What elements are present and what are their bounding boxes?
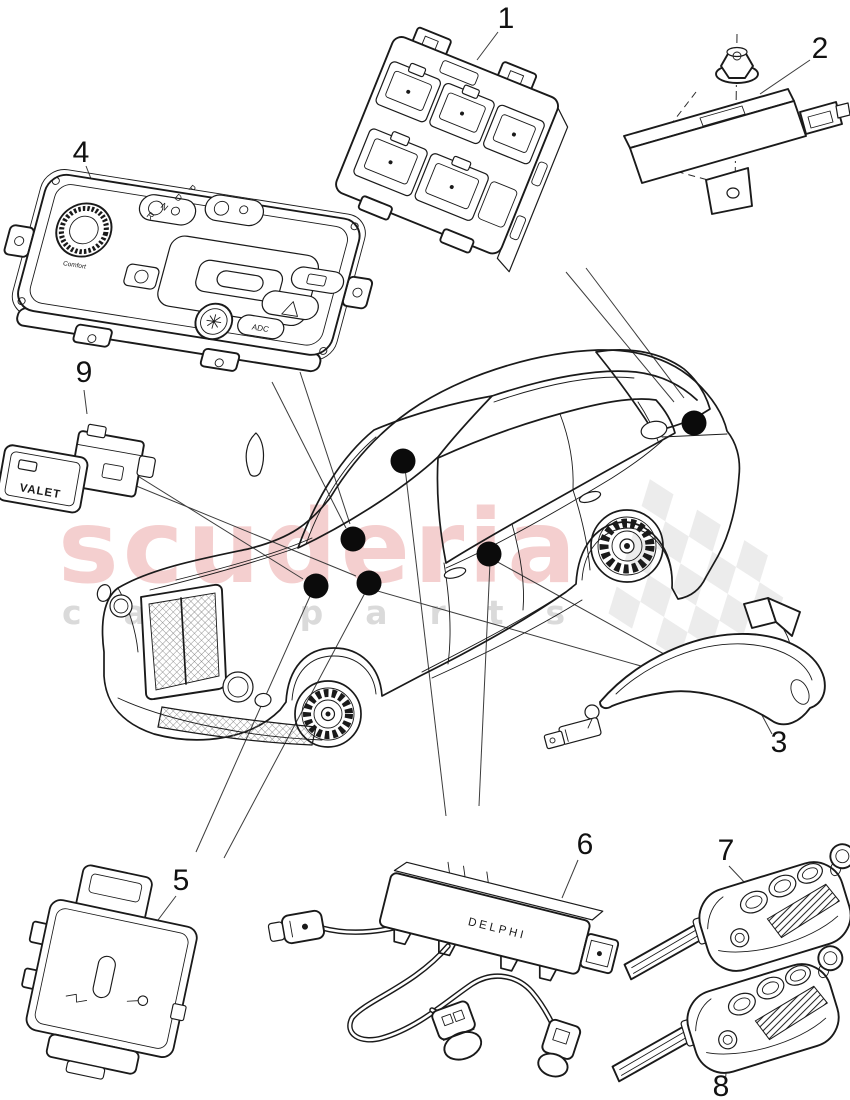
location-dot — [356, 570, 382, 596]
component-location-dots — [303, 410, 707, 599]
callout-4: 4 — [73, 136, 90, 169]
harness-connector — [431, 1000, 483, 1061]
callout-2: 2 — [812, 32, 829, 65]
callout-1: 1 — [498, 2, 515, 35]
callout-6: 6 — [577, 828, 594, 861]
part-4-roof-console-switch-panel: Comfort ADC — [3, 169, 374, 373]
callout-numbers: 1 2 3 4 5 6 7 8 9 — [73, 2, 829, 1100]
part-9-valet-switch: VALET — [0, 423, 156, 514]
part-2-antenna-module — [623, 33, 850, 215]
part-6-antenna-module-harness: DELPHI — [267, 861, 620, 1078]
flange-nut — [715, 46, 759, 84]
rotary-knob: Comfort — [55, 202, 113, 271]
gear-letter-p: P — [187, 183, 198, 195]
location-dot — [390, 448, 416, 474]
part-5-alarm-siren — [21, 864, 198, 1080]
interior-light-button — [290, 266, 345, 294]
adc-button-label: ADC — [251, 323, 270, 334]
rear-wheel — [581, 509, 673, 583]
car-illustration — [96, 349, 741, 748]
hazard-triangle-icon — [281, 301, 298, 317]
front-wheel — [291, 655, 377, 748]
callout-8: 8 — [713, 1070, 730, 1100]
side-mirror — [245, 432, 265, 477]
location-dot — [681, 410, 707, 436]
harness-connector — [537, 1018, 582, 1078]
gear-letter-r: R — [145, 210, 157, 222]
window-switch-button — [138, 194, 197, 226]
window-switch-button — [204, 194, 265, 227]
start-button — [194, 302, 234, 341]
callout-9: 9 — [76, 356, 93, 389]
location-dot — [340, 526, 366, 552]
sunroof-switch — [123, 263, 160, 290]
gear-letter-n: N — [159, 201, 170, 213]
gear-letter-d: D — [173, 192, 185, 204]
knob-label: Comfort — [62, 260, 87, 270]
callout-3: 3 — [771, 726, 788, 759]
part-3-door-handle — [543, 597, 826, 750]
location-dot — [303, 573, 329, 599]
callout-5: 5 — [173, 864, 190, 897]
harness-connector — [267, 909, 325, 945]
part-1-central-control-module — [335, 26, 569, 273]
adc-button — [237, 314, 285, 340]
location-dot — [476, 541, 502, 567]
callout-7: 7 — [718, 834, 735, 867]
gear-letters: R N D P — [145, 183, 198, 222]
